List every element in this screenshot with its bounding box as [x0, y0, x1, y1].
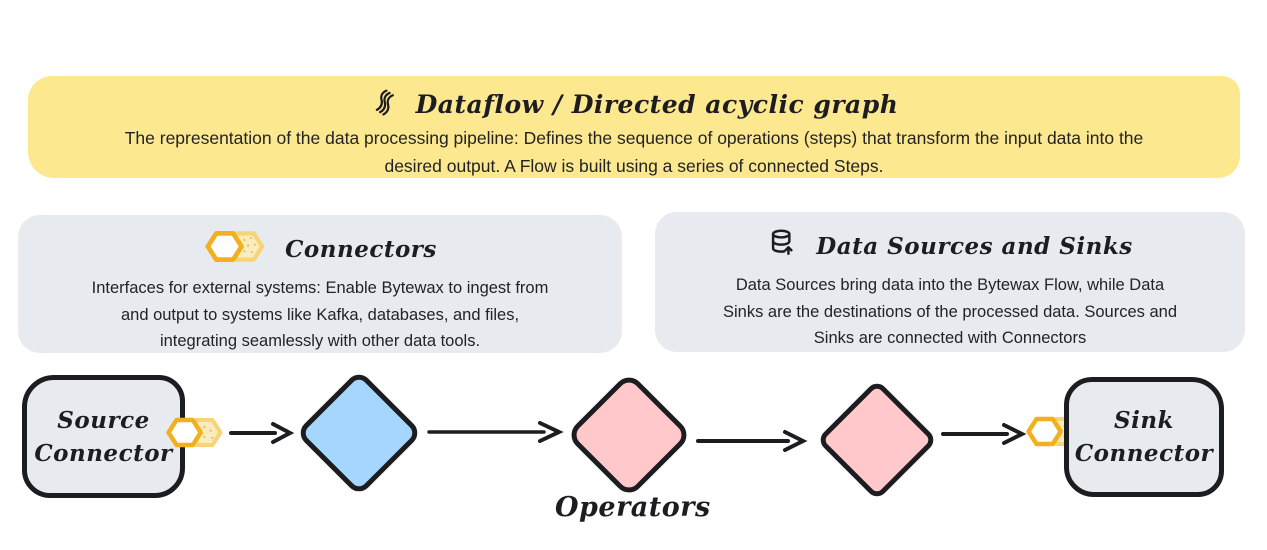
dataflow-banner: Dataflow / Directed acyclic graph The re…	[28, 76, 1240, 178]
flow-arrow-3	[696, 430, 808, 452]
sink-label-line: Connector	[1074, 440, 1214, 467]
banner-title: Dataflow / Directed acyclic graph	[415, 89, 899, 119]
sources-description-line: Sinks are connected with Connectors	[813, 329, 1087, 347]
sources-card-title: Data Sources and Sinks	[816, 232, 1133, 260]
database-up-icon	[767, 228, 798, 264]
source-label-line: Connector	[34, 439, 173, 467]
source-connector-node: Source Connector	[22, 375, 185, 498]
banner-title-row: Dataflow / Directed acyclic graph	[28, 86, 1240, 122]
connectors-card-description: Interfaces for external systems: Enable …	[18, 275, 622, 355]
connectors-card-title-row: Connectors	[18, 227, 622, 271]
operator-step-3-diamond	[816, 379, 938, 501]
sources-card-description: Data Sources bring data into the Bytewax…	[655, 272, 1245, 352]
flow-icon	[370, 86, 401, 122]
sink-label-line: Sink	[1113, 407, 1174, 434]
flow-arrow-1	[229, 422, 294, 444]
sources-description-line: Sinks are the destinations of the proces…	[722, 302, 1178, 321]
banner-description: The representation of the data processin…	[28, 125, 1240, 180]
source-connector-label: Source Connector	[34, 404, 172, 470]
operator-step-1-diamond	[295, 369, 423, 497]
connectors-description-line: Interfaces for external systems: Enable …	[91, 279, 549, 297]
sources-description-line: Data Sources bring data into the Bytewax…	[735, 276, 1165, 294]
sources-card-title-row: Data Sources and Sinks	[655, 224, 1245, 268]
sink-connector-node: Sink Connector	[1064, 377, 1224, 497]
operators-label: Operators	[555, 492, 711, 523]
banner-description-line: The representation of the data processin…	[124, 128, 1144, 148]
connectors-description-line: and output to systems like Kafka, databa…	[120, 305, 520, 324]
source-connector-hexagons-icon	[164, 411, 225, 459]
sink-connector-label: Sink Connector	[1075, 404, 1213, 470]
source-label-line: Source	[57, 406, 150, 434]
connectors-card-title: Connectors	[285, 235, 437, 263]
flow-arrow-4	[941, 423, 1027, 445]
data-sources-sinks-card: Data Sources and Sinks Data Sources brin…	[655, 212, 1245, 352]
connectors-description-line: integrating seamlessly with other data t…	[159, 332, 481, 350]
connectors-card: Connectors Interfaces for external syste…	[18, 215, 622, 353]
flow-arrow-2	[427, 421, 564, 443]
connector-hexagons-icon	[203, 224, 267, 274]
banner-description-line: desired output. A Flow is built using a …	[384, 155, 884, 176]
operator-step-2-diamond	[565, 371, 693, 499]
